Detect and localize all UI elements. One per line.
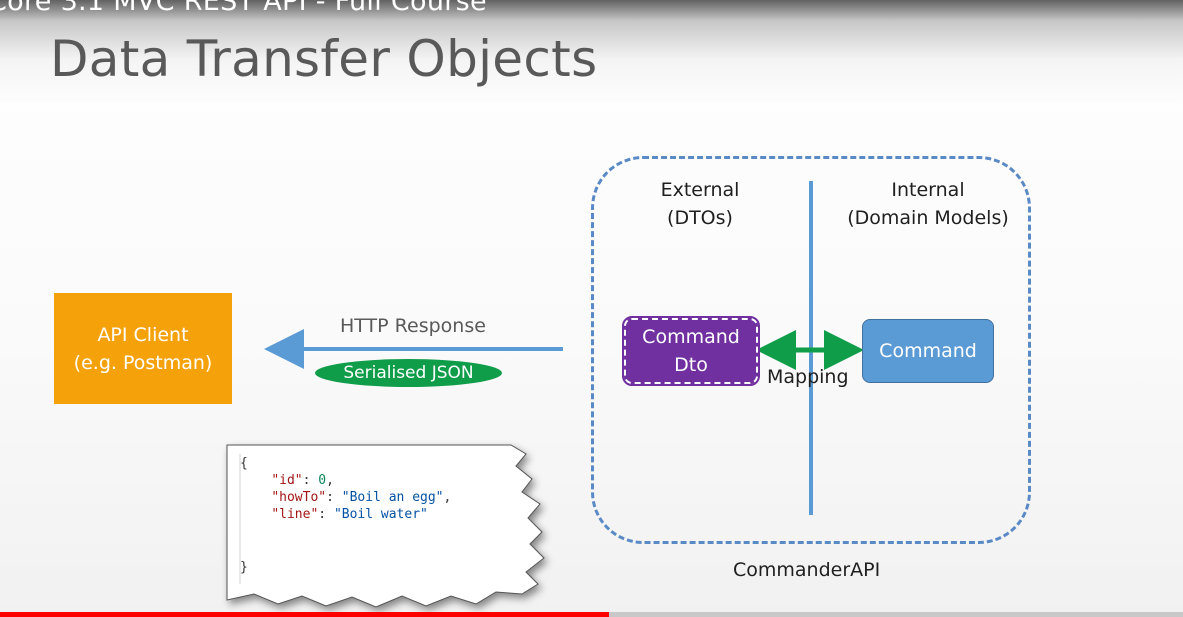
video-title[interactable]: Core 3.1 MVC REST API - Full Course [0, 0, 487, 17]
serialised-json-pill: Serialised JSON [315, 359, 502, 387]
slide-title: Data Transfer Objects [50, 30, 598, 88]
external-title: External [660, 179, 740, 201]
command-dto-line2: Dto [674, 354, 708, 376]
internal-label: Internal (Domain Models) [838, 176, 1018, 232]
command-box: Command [862, 319, 994, 383]
json-line-id: "id": 0, [271, 473, 334, 488]
json-snippet-card [226, 444, 545, 608]
command-dto-box: Command Dto [622, 316, 760, 386]
internal-title: Internal [891, 179, 965, 201]
commander-api-boundary [591, 156, 1031, 544]
json-open-brace: { [240, 456, 248, 471]
internal-subtitle: (Domain Models) [847, 207, 1009, 229]
external-label: External (DTOs) [645, 176, 755, 232]
mapping-label: Mapping [767, 366, 849, 388]
api-client-example: (e.g. Postman) [73, 351, 213, 374]
json-line-howto: "howTo": "Boil an egg", [271, 490, 452, 505]
video-progress-bar[interactable] [0, 612, 1183, 617]
command-dto-line1: Command [642, 326, 740, 348]
json-line-line: "line": "Boil water" [271, 507, 428, 522]
json-code: { "id": 0, "howTo": "Boil an egg", "line… [240, 455, 451, 576]
api-client-box: API Client (e.g. Postman) [54, 293, 232, 404]
http-response-label: HTTP Response [340, 315, 486, 337]
commander-api-label: CommanderAPI [733, 559, 881, 581]
api-client-label: API Client [97, 323, 189, 346]
json-close-brace: } [240, 560, 248, 575]
video-progress-fill [0, 612, 610, 617]
external-subtitle: (DTOs) [667, 207, 733, 229]
